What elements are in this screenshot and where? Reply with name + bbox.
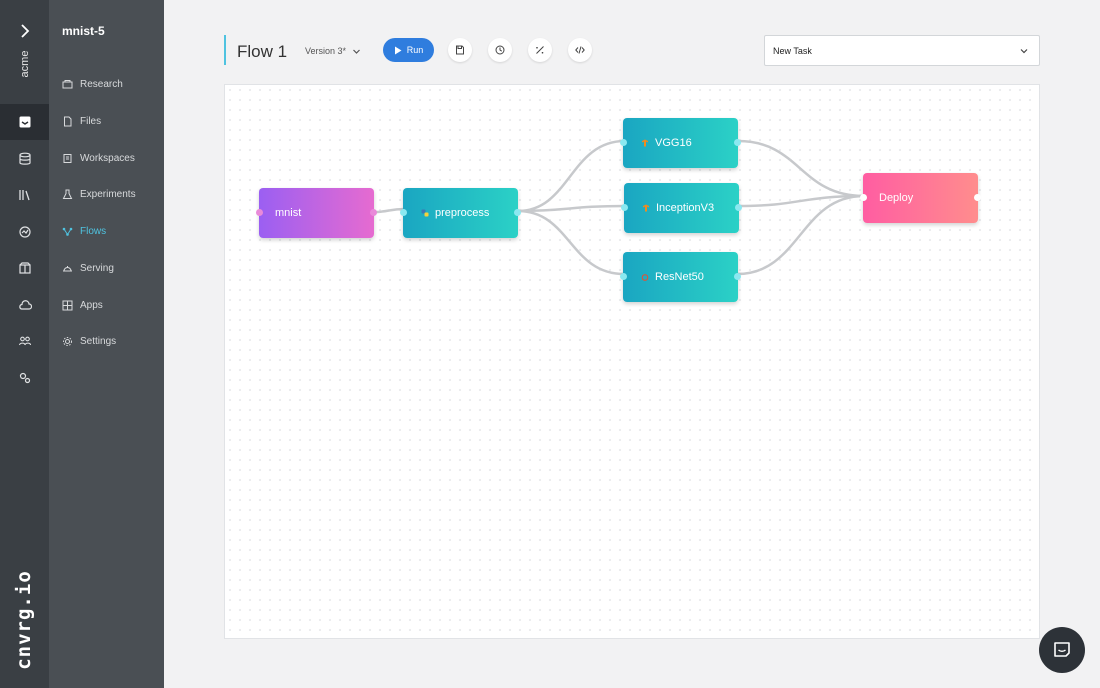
- research-icon: [62, 79, 73, 88]
- chat-icon: [1054, 642, 1070, 657]
- datasets-icon[interactable]: [0, 104, 49, 140]
- sidebar-item-settings[interactable]: Settings: [62, 332, 116, 350]
- node-vgg16[interactable]: VGG16: [620, 118, 741, 168]
- project-name: mnist-5: [62, 24, 105, 38]
- history-icon: [495, 45, 505, 55]
- code-view-button[interactable]: [568, 38, 592, 62]
- title-accent-bar: [224, 35, 226, 65]
- node-label: mnist: [275, 207, 302, 219]
- compute-icon[interactable]: [0, 214, 49, 250]
- edge-inceptionv3-deploy: [737, 194, 865, 208]
- sidebar-item-label: Workspaces: [80, 152, 135, 164]
- tensorflow-icon: [643, 204, 649, 212]
- node-preprocess[interactable]: preprocess: [400, 188, 521, 238]
- project-sidebar: mnist-5 Research Files Workspaces Experi…: [49, 0, 164, 688]
- edge-preprocess-resnet50: [517, 209, 625, 276]
- edge-resnet50-deploy: [736, 194, 865, 276]
- output-port[interactable]: [734, 273, 741, 280]
- edge-vgg16-deploy: [737, 139, 865, 198]
- save-button[interactable]: [448, 38, 472, 62]
- output-port[interactable]: [974, 194, 981, 201]
- input-port[interactable]: [860, 194, 867, 201]
- flow-title[interactable]: Flow 1: [237, 42, 288, 61]
- sidebar-item-label: Flows: [80, 225, 107, 237]
- node-label: preprocess: [435, 207, 490, 219]
- code-icon: [575, 46, 585, 54]
- chevron-down-icon: [1020, 48, 1028, 53]
- file-icon: [64, 116, 72, 126]
- org-switcher[interactable]: acme: [0, 0, 49, 104]
- workspace-icon: [63, 153, 72, 163]
- node-resnet50[interactable]: ResNet50: [620, 252, 741, 302]
- chat-launcher-button[interactable]: [1039, 627, 1085, 673]
- node-inceptionv3[interactable]: InceptionV3: [621, 183, 742, 233]
- sidebar-item-serving[interactable]: Serving: [62, 259, 114, 277]
- edge-preprocess-vgg16: [517, 139, 626, 213]
- play-icon: [394, 46, 402, 54]
- org-name: acme: [19, 50, 31, 78]
- output-port[interactable]: [514, 209, 521, 216]
- cloud-icon[interactable]: [0, 287, 49, 323]
- chevron-down-icon: [353, 49, 360, 54]
- flow-icon: [62, 227, 73, 236]
- sidebar-item-flows[interactable]: Flows: [62, 222, 106, 240]
- sidebar-item-apps[interactable]: Apps: [62, 296, 103, 314]
- library-icon[interactable]: [0, 177, 49, 213]
- sidebar-item-label: Research: [80, 78, 123, 90]
- sidebar-item-label: Serving: [80, 262, 114, 274]
- version-dropdown[interactable]: Version 3*: [305, 46, 361, 56]
- node-label: InceptionV3: [656, 202, 715, 214]
- pytorch-icon: [641, 274, 649, 281]
- node-label: VGG16: [655, 137, 692, 149]
- sidebar-item-label: Settings: [80, 335, 117, 347]
- node-label: Deploy: [879, 192, 914, 204]
- input-port[interactable]: [256, 209, 263, 216]
- task-select-value: New Task: [773, 45, 812, 56]
- flow-edges: [373, 139, 865, 276]
- gear-icon: [63, 336, 72, 346]
- database-icon[interactable]: [0, 141, 49, 177]
- input-port[interactable]: [620, 273, 627, 280]
- flow-canvas[interactable]: mnist preprocess VGG16 InceptionV3 ResNe…: [224, 84, 1040, 639]
- sidebar-item-label: Files: [80, 115, 102, 127]
- save-icon: [456, 45, 464, 55]
- auto-layout-button[interactable]: [528, 38, 552, 62]
- sidebar-item-experiments[interactable]: Experiments: [62, 185, 136, 203]
- sidebar-item-label: Apps: [80, 299, 103, 311]
- magic-wand-icon: [536, 46, 544, 54]
- sidebar-item-label: Experiments: [80, 188, 136, 200]
- node-deploy[interactable]: Deploy: [860, 173, 981, 223]
- brand-logo: cnvrg.io: [13, 570, 36, 670]
- run-label: Run: [406, 45, 424, 55]
- app-rail: acme cnvrg.io: [0, 0, 49, 688]
- expand-chevron-icon[interactable]: [16, 22, 34, 40]
- team-icon[interactable]: [0, 323, 49, 359]
- flask-icon: [62, 189, 73, 199]
- apps-grid-icon: [62, 300, 73, 310]
- output-port[interactable]: [735, 204, 742, 211]
- output-port[interactable]: [734, 139, 741, 146]
- node-label: ResNet50: [655, 271, 704, 283]
- sidebar-item-research[interactable]: Research: [62, 75, 123, 93]
- input-port[interactable]: [620, 139, 627, 146]
- sidebar-item-files[interactable]: Files: [62, 112, 101, 130]
- tensorflow-icon: [642, 139, 648, 147]
- settings-cogs-icon[interactable]: [0, 360, 49, 396]
- input-port[interactable]: [400, 209, 407, 216]
- output-port[interactable]: [370, 209, 377, 216]
- main-area: Flow 1 Version 3* Run New Task mn: [164, 0, 1100, 688]
- run-button[interactable]: Run: [383, 38, 434, 62]
- edge-preprocess-inceptionv3: [517, 204, 626, 213]
- marketplace-icon[interactable]: [0, 250, 49, 286]
- version-label: Version 3*: [305, 46, 347, 56]
- node-mnist[interactable]: mnist: [256, 188, 377, 238]
- history-button[interactable]: [488, 38, 512, 62]
- input-port[interactable]: [621, 204, 628, 211]
- new-task-select[interactable]: New Task: [764, 35, 1040, 66]
- sidebar-item-workspaces[interactable]: Workspaces: [62, 149, 135, 167]
- serving-icon: [63, 265, 72, 271]
- python-icon: [421, 209, 429, 217]
